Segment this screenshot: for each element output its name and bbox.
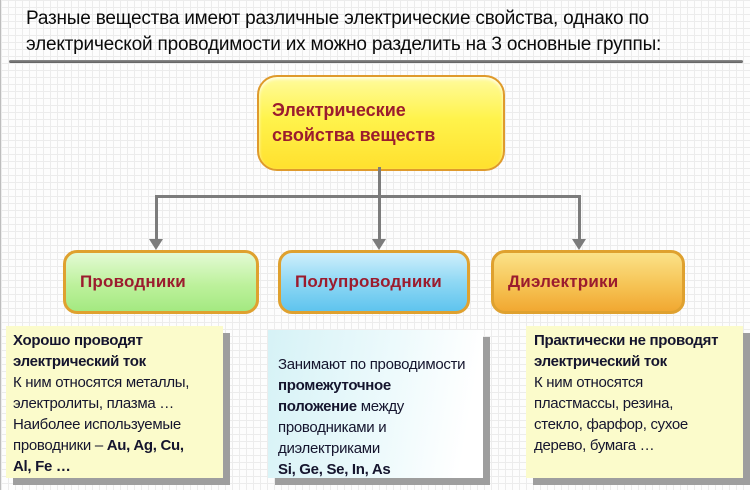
branch-box-semiconductors: Полупроводники	[278, 250, 470, 314]
divider-line	[9, 60, 743, 63]
note-dielectrics: Практически не проводят электрический то…	[526, 326, 743, 478]
connector-center-vertical	[378, 167, 381, 240]
note-semiconductors: Занимают по проводимости промежуточное п…	[268, 330, 483, 478]
root-box-label: Электрические свойства веществ	[272, 100, 436, 145]
branch-box-conductors: Проводники	[63, 250, 259, 314]
branch-label-conductors: Проводники	[80, 272, 186, 291]
arrowhead-down-right-icon	[572, 239, 586, 250]
connector-right-vertical	[578, 195, 581, 240]
note-conductors: Хорошо проводят электрический ток К ним …	[6, 326, 223, 478]
connector-horizontal	[155, 195, 581, 198]
branch-label-semiconductors: Полупроводники	[295, 272, 442, 291]
connector-left-vertical	[155, 195, 158, 240]
arrowhead-down-center-icon	[372, 239, 386, 250]
branch-box-dielectrics: Диэлектрики	[491, 250, 685, 314]
root-box: Электрические свойства веществ	[257, 75, 505, 171]
arrowhead-down-left-icon	[149, 239, 163, 250]
branch-label-dielectrics: Диэлектрики	[508, 272, 619, 291]
header-text: Разные вещества имеют различные электрич…	[26, 8, 662, 55]
